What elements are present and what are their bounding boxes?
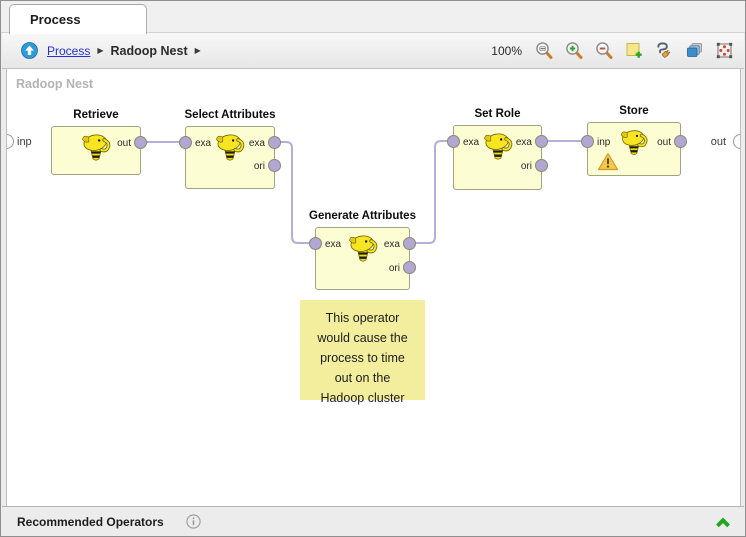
input-port-label: exa	[195, 138, 212, 149]
breadcrumb-separator-icon: ▶	[194, 46, 201, 55]
note-line: out on the	[334, 371, 391, 385]
output-port[interactable]	[268, 159, 281, 172]
tab-process-label: Process	[30, 12, 81, 27]
process-note[interactable]: This operator would cause the process to…	[300, 300, 425, 405]
output-port-label: out	[657, 137, 671, 148]
output-port-label: exa	[248, 138, 265, 149]
breadcrumb-current[interactable]: Radoop Nest	[110, 43, 188, 58]
recommended-operators-bar[interactable]: Recommended Operators	[2, 506, 744, 536]
canvas-title: Radoop Nest	[16, 77, 94, 91]
breadcrumb-link-process[interactable]: Process	[47, 43, 91, 58]
operator-retrieve[interactable]: Retrieve out	[51, 109, 147, 175]
operator-body[interactable]: out	[51, 126, 147, 175]
auto-wire-icon[interactable]	[655, 41, 674, 60]
canvas-toolbar: 100%	[491, 41, 734, 60]
zoom-level-value: 100%	[491, 43, 522, 58]
canvas-output-port[interactable]	[733, 134, 740, 149]
recommended-operators-title: Recommended Operators	[17, 514, 164, 529]
tab-process[interactable]: Process	[9, 4, 147, 34]
output-port-label: out	[117, 138, 131, 149]
output-port[interactable]	[535, 135, 548, 148]
zoom-in-icon[interactable]	[565, 41, 584, 60]
expand-panel-icon[interactable]	[714, 514, 732, 529]
radoop-elephant-icon	[617, 126, 651, 167]
output-port-label: exa	[383, 239, 400, 250]
operator-set-role[interactable]: Set Role exa ex	[447, 108, 548, 190]
input-port-label: exa	[463, 137, 480, 148]
output-port[interactable]	[403, 237, 416, 250]
input-port[interactable]	[309, 237, 322, 250]
zoom-actual-size-icon[interactable]	[535, 41, 554, 60]
operator-name: Retrieve	[73, 109, 119, 121]
canvas-input-port-label: inp	[17, 136, 32, 148]
warning-icon	[597, 152, 619, 176]
operator-body[interactable]: exa exa ori	[447, 125, 548, 190]
output-port-label: ori	[253, 161, 265, 172]
canvas-output-port-label: out	[710, 136, 726, 148]
operator-name: Generate Attributes	[309, 210, 416, 222]
operator-name: Set Role	[474, 108, 521, 120]
operator-name: Select Attributes	[184, 109, 276, 121]
breadcrumb-toolbar-bar: Process ▶ Radoop Nest ▶ 100%	[2, 33, 744, 69]
radoop-elephant-icon	[345, 231, 381, 274]
process-canvas[interactable]: Radoop Nest inp out Retrieve	[6, 69, 741, 506]
radoop-elephant-icon	[480, 129, 516, 172]
output-port[interactable]	[674, 135, 687, 148]
arrange-panels-icon[interactable]	[685, 41, 704, 60]
output-port-label: ori	[520, 161, 532, 172]
output-port-label: exa	[515, 137, 532, 148]
operator-select-attributes[interactable]: Select Attributes exa	[179, 109, 281, 189]
info-icon[interactable]	[186, 514, 201, 529]
output-port-label: ori	[388, 263, 400, 274]
output-port[interactable]	[403, 261, 416, 274]
canvas-input-port[interactable]	[7, 134, 14, 149]
note-line: process to time	[320, 351, 405, 365]
zoom-out-icon[interactable]	[595, 41, 614, 60]
input-port[interactable]	[179, 136, 192, 149]
breadcrumb-separator-icon: ▶	[97, 46, 104, 55]
radoop-elephant-icon	[78, 130, 114, 173]
input-port[interactable]	[581, 135, 594, 148]
fit-to-view-icon[interactable]	[715, 41, 734, 60]
note-line: Hadoop cluster	[320, 391, 405, 405]
operator-body[interactable]: inp out	[581, 122, 687, 176]
operator-body[interactable]: exa exa ori	[309, 227, 416, 290]
output-port[interactable]	[134, 136, 147, 149]
note-line: would cause the	[317, 331, 408, 345]
note-line: This operator	[325, 311, 400, 325]
radoop-elephant-icon	[212, 130, 248, 173]
operator-generate-attributes[interactable]: Generate Attributes exa	[309, 210, 416, 290]
input-port-label: exa	[325, 239, 342, 250]
operator-store[interactable]: Store	[581, 105, 687, 176]
output-port[interactable]	[535, 159, 548, 172]
input-port-label: inp	[597, 137, 611, 148]
output-port[interactable]	[268, 136, 281, 149]
navigate-up-icon[interactable]	[20, 41, 39, 60]
operator-name: Store	[619, 105, 649, 117]
add-note-icon[interactable]	[625, 41, 644, 60]
operator-body[interactable]: exa exa ori	[179, 126, 281, 189]
input-port[interactable]	[447, 135, 460, 148]
